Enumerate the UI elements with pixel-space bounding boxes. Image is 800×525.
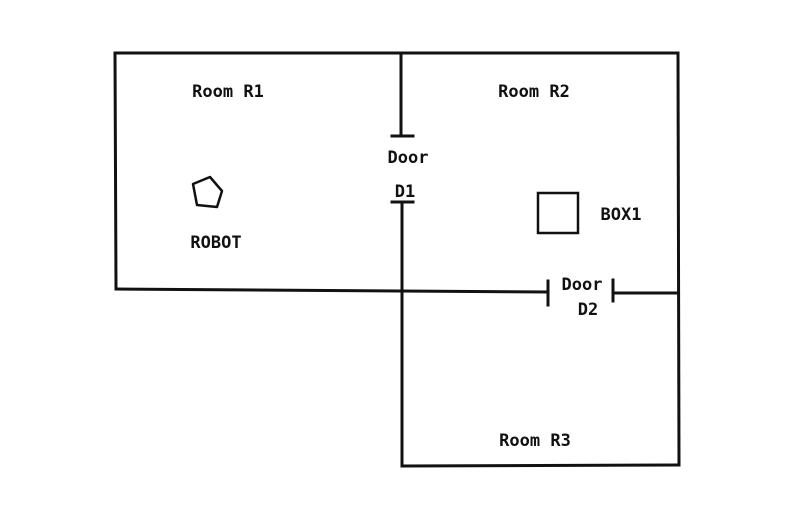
robot-icon bbox=[191, 175, 224, 209]
r1-bottom-wall bbox=[114, 287, 550, 294]
door-d1: Door D1 bbox=[388, 134, 429, 204]
box1: BOX1 bbox=[536, 191, 642, 235]
right-wall bbox=[676, 51, 681, 467]
box-icon bbox=[536, 191, 580, 235]
walls bbox=[113, 51, 681, 468]
box1-label: BOX1 bbox=[601, 205, 642, 225]
r1-left-wall bbox=[113, 51, 118, 291]
robot: ROBOT bbox=[190, 175, 242, 253]
room-r3-label: Room R3 bbox=[499, 431, 571, 451]
room-r1-label: Room R1 bbox=[192, 82, 264, 102]
robot-label: ROBOT bbox=[190, 233, 241, 253]
door-d2-id: D2 bbox=[578, 300, 598, 320]
r3-bottom-wall bbox=[400, 463, 681, 468]
door-d1-id: D1 bbox=[395, 182, 415, 202]
door-d2: Door D2 bbox=[546, 275, 615, 320]
door-d1-word: Door bbox=[388, 148, 429, 168]
room-r2-label: Room R2 bbox=[498, 82, 570, 102]
door-d2-word: Door bbox=[562, 275, 603, 295]
